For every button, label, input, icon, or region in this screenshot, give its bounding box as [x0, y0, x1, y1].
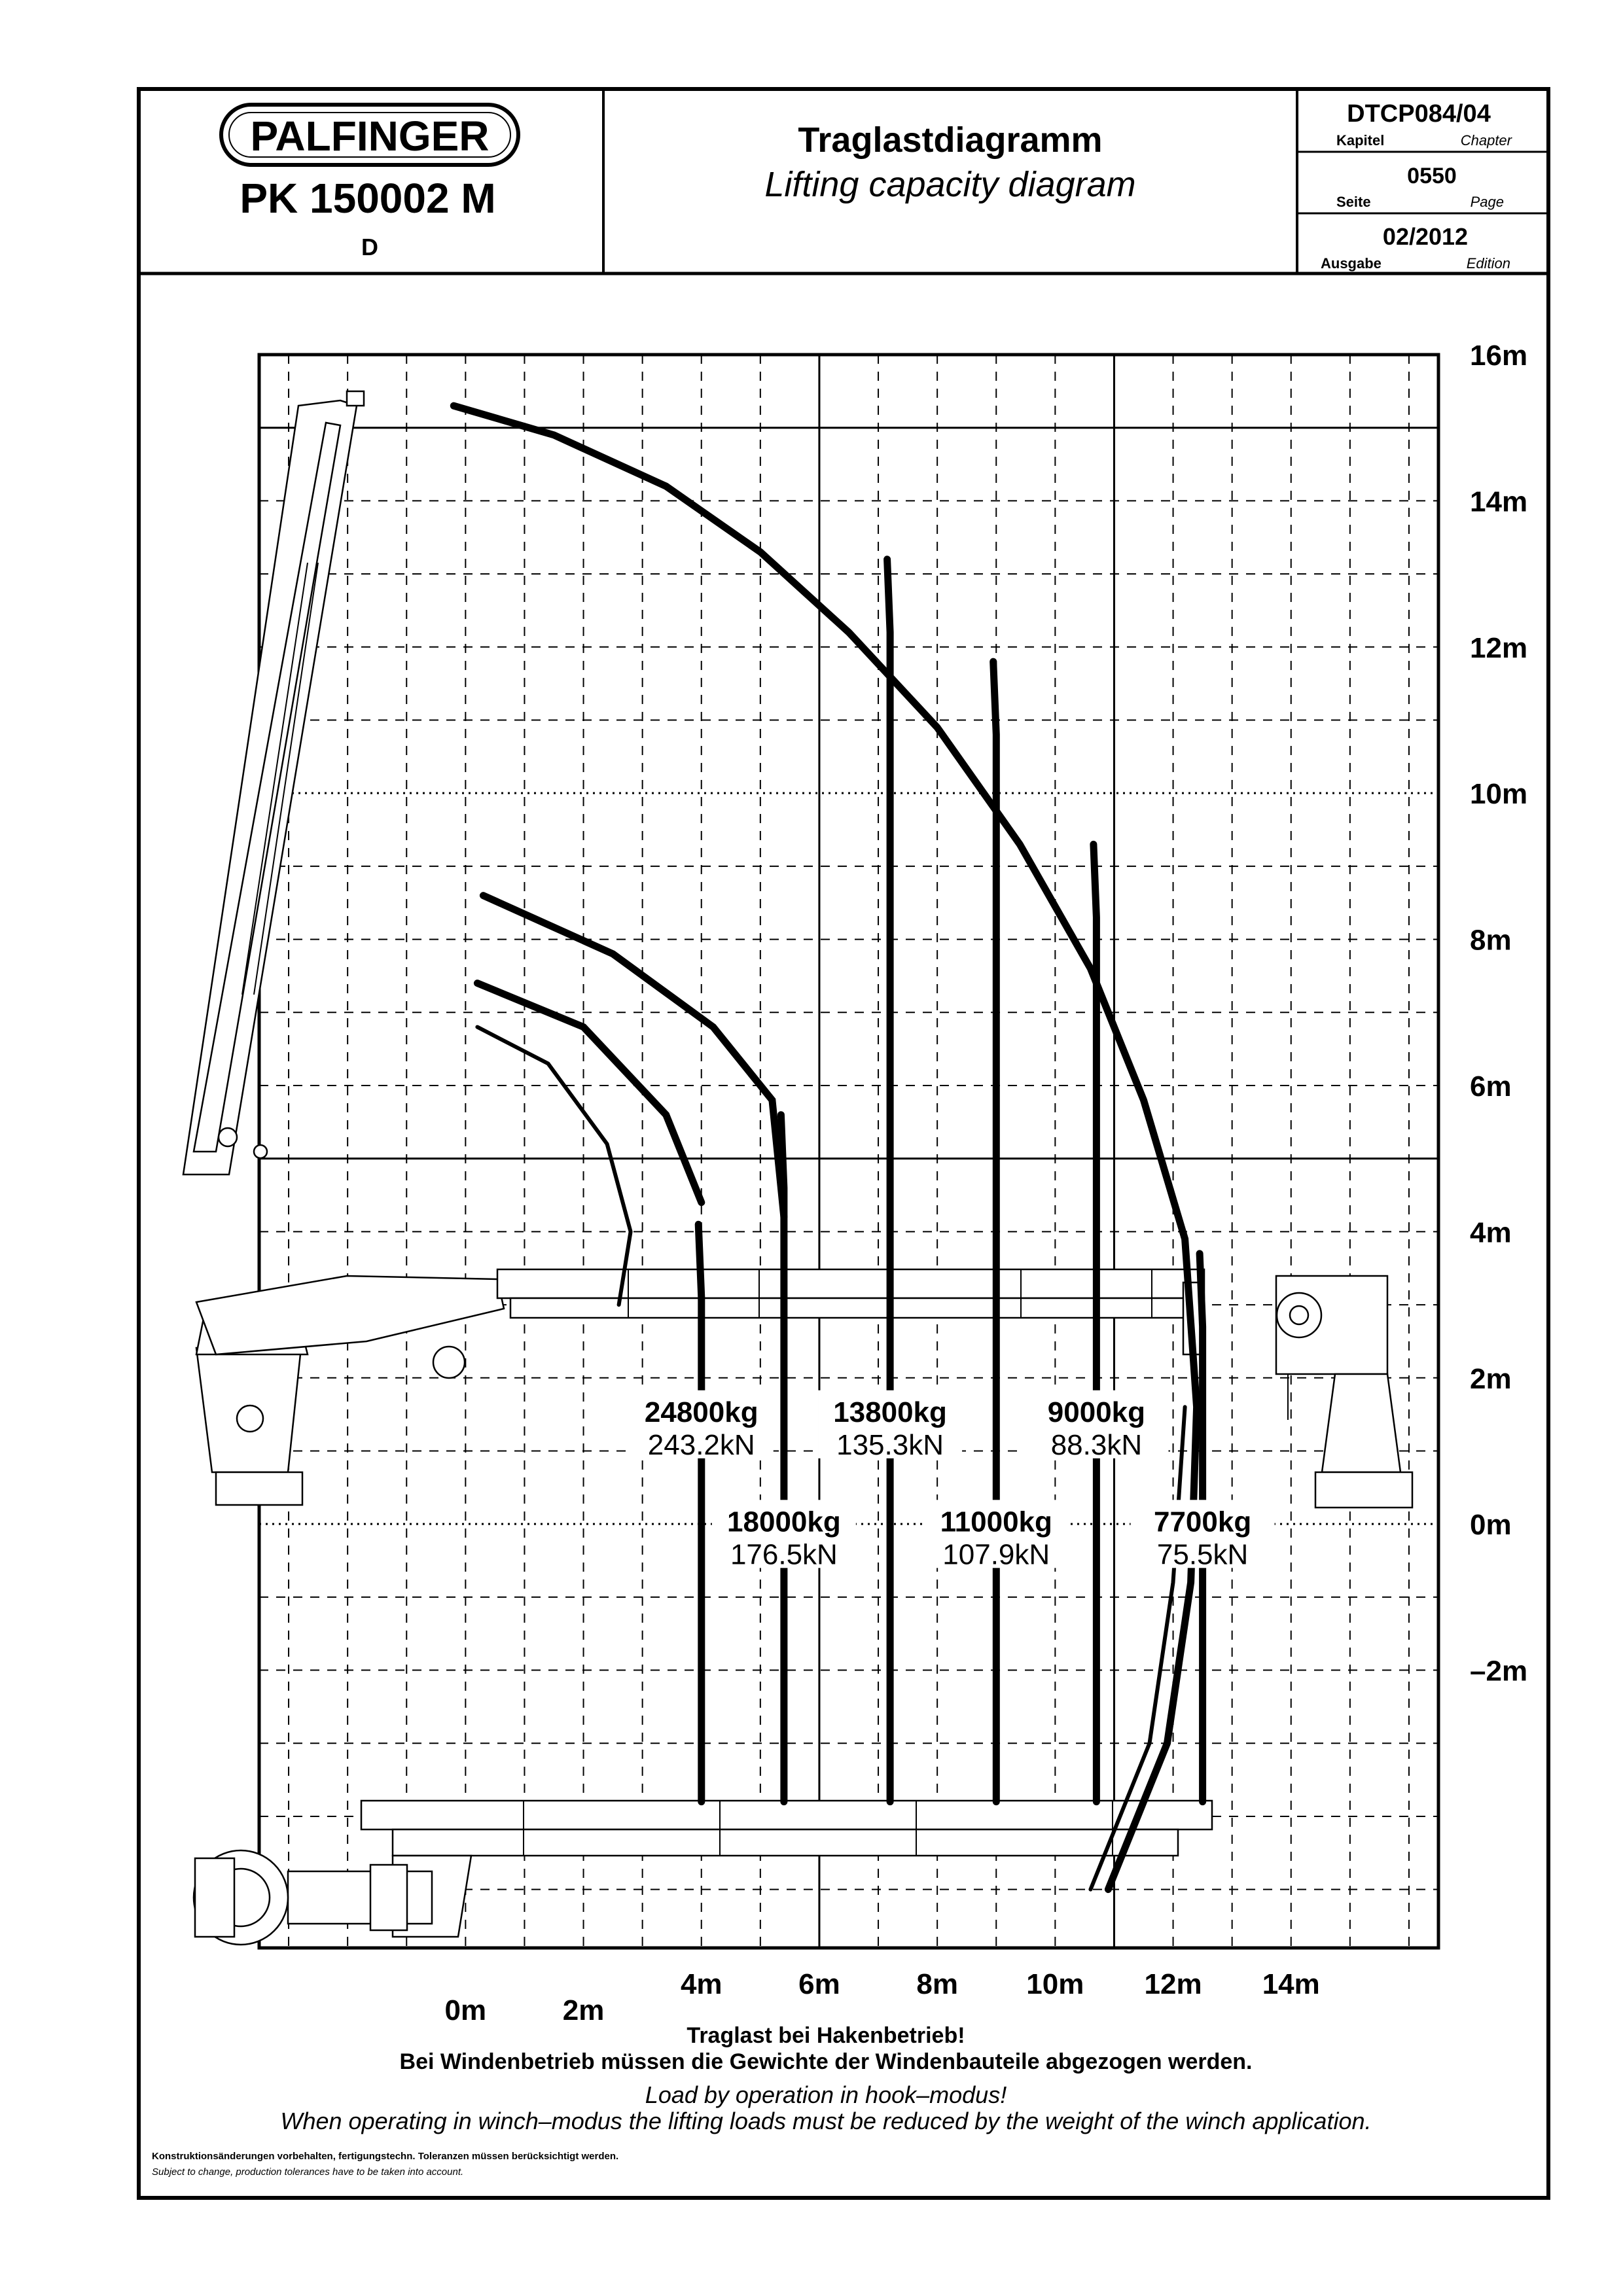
load-zone-kn: 243.2kN: [648, 1429, 755, 1461]
load-zone-kn: 107.9kN: [942, 1538, 1050, 1570]
inner-arc-curve: [479, 892, 788, 1221]
y-tick-label: 14m: [1470, 486, 1527, 518]
x-tick-label: 4m: [681, 1968, 722, 2000]
load-label-background: [1130, 1500, 1275, 1568]
x-tick-label: 12m: [1145, 1968, 1202, 2000]
x-tick-label: 8m: [916, 1968, 958, 2000]
y-tick-label: 4m: [1470, 1216, 1512, 1248]
chapter-label-de: Kapitel: [1336, 132, 1384, 149]
load-label-background: [629, 1390, 774, 1458]
load-zone-kn: 135.3kN: [836, 1429, 944, 1461]
doc-code: DTCP084/04: [1347, 100, 1491, 128]
load-zone-kg: 24800kg: [645, 1396, 758, 1428]
model-name: PK 150002 M: [240, 175, 495, 222]
x-tick-label: 14m: [1262, 1968, 1320, 2000]
load-zone-kg: 7700kg: [1154, 1506, 1251, 1538]
edition-label-de: Ausgabe: [1321, 255, 1382, 272]
load-label-background: [924, 1500, 1069, 1568]
note-hook-de: Traglast bei Hakenbetrieb!: [687, 2023, 965, 2048]
page-label-de: Seite: [1336, 194, 1371, 210]
y-tick-label: 12m: [1470, 632, 1527, 664]
capacity-curves: [450, 402, 1207, 1894]
y-tick-label: 0m: [1470, 1509, 1512, 1541]
load-zone-kn: 88.3kN: [1051, 1429, 1142, 1461]
load-label-background: [818, 1390, 963, 1458]
chart-grid: [257, 353, 1440, 1950]
x-tick-label: 2m: [563, 1994, 605, 2026]
page-frame: [137, 87, 1550, 2200]
load-label-background: [1024, 1390, 1169, 1458]
axis-ticks: 16m 14m 12m 10m 8m 6m 4m 2m 0m –2m 0m 2m 4m 6m 8m 10m 12…: [445, 340, 1528, 2026]
disclaimer-en: Subject to change, production tolerances…: [152, 2166, 463, 2178]
edition-label-en: Edition: [1467, 255, 1510, 272]
y-tick-label: –2m: [1470, 1655, 1527, 1687]
load-zone-kg: 18000kg: [727, 1506, 841, 1538]
x-tick-label: 0m: [445, 1994, 487, 2026]
load-label-background: [711, 1500, 856, 1568]
title-block: PALFINGER PK 150002 M D Traglastdiagramm…: [139, 89, 1548, 275]
y-tick-label: 16m: [1470, 340, 1527, 372]
capacity-line: [1090, 840, 1100, 1806]
edition-date: 02/2012: [1383, 223, 1468, 250]
load-chart: 16m 14m 12m 10m 8m 6m 4m 2m 0m –2m 0m 2m 4m 6m 8m 10m 12…: [182, 340, 1528, 2026]
load-zone-kn: 176.5kN: [730, 1538, 838, 1570]
crane-front-view-drawing: [1275, 1275, 1414, 1509]
y-tick-label: 10m: [1470, 778, 1527, 810]
capacity-line: [990, 658, 1000, 1806]
crane-illustration: [182, 390, 1414, 1946]
plot-frame: [257, 353, 1440, 1950]
brand-logo-text: PALFINGER: [250, 113, 489, 160]
capacity-line: [1196, 1250, 1207, 1806]
capacity-line: [694, 1220, 705, 1806]
palfinger-logo: PALFINGER: [219, 103, 520, 167]
y-tick-label: 2m: [1470, 1363, 1512, 1395]
capacity-line: [883, 556, 894, 1806]
y-tick-label: 8m: [1470, 925, 1512, 957]
capacity-envelope-inner-curve: [1088, 1405, 1187, 1892]
page-label-en: Page: [1471, 194, 1504, 210]
model-variant: D: [361, 234, 378, 260]
inner-arc-curve: [473, 980, 705, 1207]
disclaimer-de: Konstruktionsänderungen vorbehalten, fer…: [152, 2151, 618, 2162]
notes-block: Traglast bei Hakenbetrieb! Bei Windenbet…: [152, 2023, 1372, 2178]
diagram-title-en: Lifting capacity diagram: [764, 165, 1135, 204]
note-winch-en: When operating in winch–modus the liftin…: [281, 2108, 1372, 2134]
inner-arc-curve: [475, 1025, 633, 1307]
y-tick-label: 6m: [1470, 1070, 1512, 1103]
x-tick-label: 6m: [798, 1968, 840, 2000]
note-winch-de: Bei Windenbetrieb müssen die Gewichte de…: [400, 2049, 1253, 2074]
capacity-line: [777, 1111, 788, 1806]
raised-boom-drawing: [182, 390, 365, 1176]
folded-crane-drawing: [192, 1799, 1213, 1946]
load-zone-kg: 13800kg: [833, 1396, 947, 1428]
capacity-envelope-curve: [450, 402, 1201, 1894]
x-tick-label: 10m: [1026, 1968, 1084, 2000]
chapter-label-en: Chapter: [1461, 132, 1513, 149]
note-hook-en: Load by operation in hook–modus!: [645, 2081, 1007, 2108]
load-zone-kg: 9000kg: [1048, 1396, 1145, 1428]
horizontal-boom-drawing: [195, 1268, 1205, 1379]
diagram-title-de: Traglastdiagramm: [798, 120, 1102, 160]
load-zone-kg: 11000kg: [940, 1506, 1052, 1538]
page-number: 0550: [1407, 164, 1457, 188]
load-zone-kn: 75.5kN: [1157, 1538, 1248, 1570]
